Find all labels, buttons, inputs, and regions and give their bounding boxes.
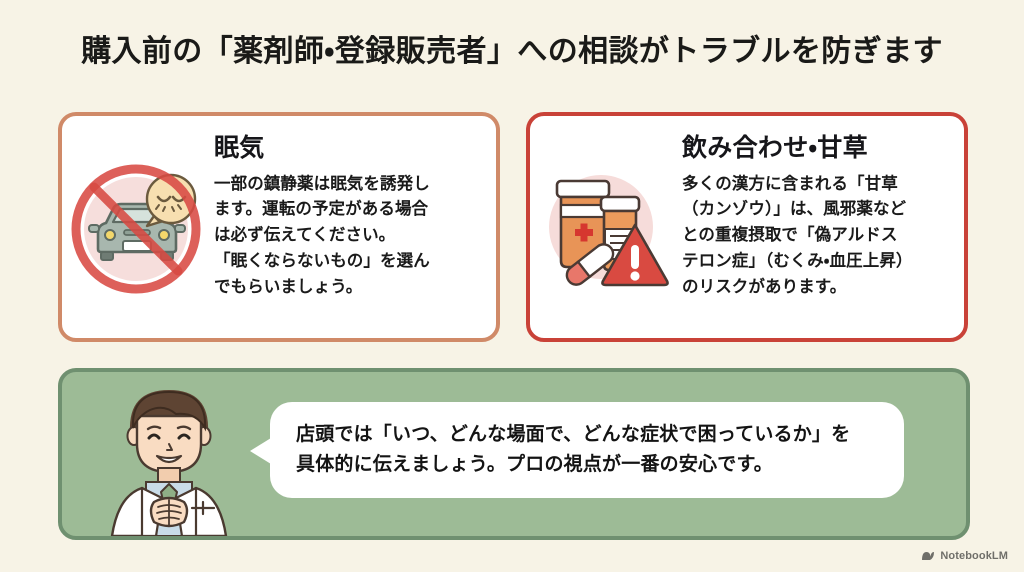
card-title-drowsiness: 眠気 [214, 134, 265, 162]
watermark-label: NotebookLM [940, 549, 1008, 562]
medicine-bottles-warning-icon [530, 116, 682, 338]
card-text-drowsiness: 一部の鎮静薬は眠気を誘発し ます。運転の予定がある場合 は必ず伝えてください。 … [214, 174, 430, 296]
watermark: NotebookLM [921, 549, 1008, 562]
page-title: 購入前の「薬剤師・登録販売者」への相談がトラブルを防ぎます [81, 35, 943, 68]
card-drowsiness: 眠気 一部の鎮静薬は眠気を誘発し ます。運転の予定がある場合 は必ず伝えてくださ… [58, 112, 500, 342]
notebooklm-logo-icon [922, 552, 935, 560]
advice-speech-bubble-text: 店頭では「いつ、どんな場面で、どんな症状で困っているか」を 具体的に伝えましょう… [296, 423, 851, 475]
card-body-drowsiness: 眠気 一部の鎮静薬は眠気を誘発し ます。運転の予定がある場合 は必ず伝えてくださ… [214, 116, 496, 310]
card-text-interaction-licorice: 多くの漢方に含まれる「甘草 （カンゾウ）」は、風邪薬など との重複摂取で「偽アル… [682, 174, 913, 296]
advice-speech-bubble: 店頭では「いつ、どんな場面で、どんな症状で困っているか」を 具体的に伝えましょう… [250, 402, 904, 498]
card-body-interaction-licorice: 飲み合わせ・甘草 多くの漢方に含まれる「甘草 （カンゾウ）」は、風邪薬など との… [682, 116, 964, 310]
pharmacist-illustration [110, 390, 228, 536]
card-title-interaction-licorice: 飲み合わせ・甘草 [682, 134, 868, 162]
no-driving-sleepy-icon [62, 116, 214, 338]
card-interaction-licorice: 飲み合わせ・甘草 多くの漢方に含まれる「甘草 （カンゾウ）」は、風邪薬など との… [526, 112, 968, 342]
